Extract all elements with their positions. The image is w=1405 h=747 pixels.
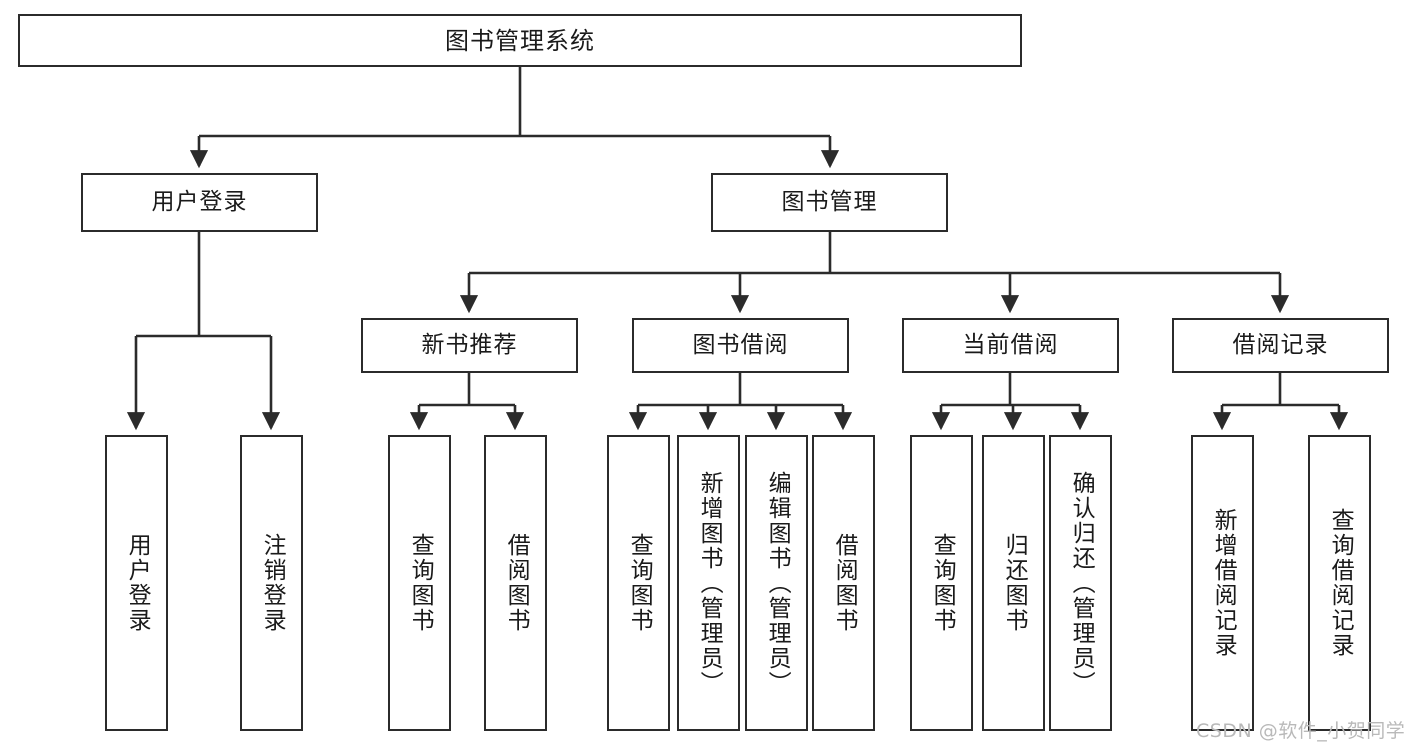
node-new-book-recommend-label: 新书推荐: [421, 332, 518, 358]
node-leaf-return-book[interactable]: 归还图书: [982, 435, 1045, 731]
node-book-borrow[interactable]: 图书借阅: [632, 318, 849, 373]
node-leaf-query-book-2-label: 查询图书: [626, 533, 653, 633]
node-leaf-user-login[interactable]: 用户登录: [105, 435, 168, 731]
node-leaf-query-book-3-label: 查询图书: [929, 533, 956, 633]
node-borrow-record[interactable]: 借阅记录: [1172, 318, 1389, 373]
node-leaf-add-book-label: 新增图书（管理员）: [696, 470, 723, 696]
node-leaf-query-book-2[interactable]: 查询图书: [607, 435, 670, 731]
node-leaf-edit-book[interactable]: 编辑图书（管理员）: [745, 435, 808, 731]
node-current-borrow[interactable]: 当前借阅: [902, 318, 1119, 373]
node-leaf-query-record[interactable]: 查询借阅记录: [1308, 435, 1371, 731]
node-leaf-query-book-1[interactable]: 查询图书: [388, 435, 451, 731]
node-leaf-borrow-book-1-label: 借阅图书: [503, 533, 530, 633]
node-leaf-borrow-book-1[interactable]: 借阅图书: [484, 435, 547, 731]
node-user-login[interactable]: 用户登录: [81, 173, 318, 232]
node-root-label: 图书管理系统: [445, 26, 595, 55]
node-leaf-return-book-label: 归还图书: [1001, 533, 1028, 633]
node-leaf-add-record-label: 新增借阅记录: [1210, 508, 1237, 658]
node-current-borrow-label: 当前借阅: [962, 332, 1059, 358]
node-leaf-query-book-1-label: 查询图书: [407, 533, 434, 633]
node-leaf-borrow-book-2-label: 借阅图书: [831, 533, 858, 633]
node-leaf-query-book-3[interactable]: 查询图书: [910, 435, 973, 731]
node-leaf-edit-book-label: 编辑图书（管理员）: [764, 470, 791, 696]
node-leaf-user-logout[interactable]: 注销登录: [240, 435, 303, 731]
node-leaf-user-logout-label: 注销登录: [259, 533, 286, 633]
node-book-manage[interactable]: 图书管理: [711, 173, 948, 232]
node-new-book-recommend[interactable]: 新书推荐: [361, 318, 578, 373]
node-leaf-borrow-book-2[interactable]: 借阅图书: [812, 435, 875, 731]
node-book-manage-label: 图书管理: [781, 189, 878, 215]
csdn-watermark: CSDN @软件_小贺同学: [1196, 720, 1405, 742]
node-book-borrow-label: 图书借阅: [692, 332, 789, 358]
node-leaf-query-record-label: 查询借阅记录: [1327, 508, 1354, 658]
node-user-login-label: 用户登录: [151, 189, 248, 215]
node-leaf-add-record[interactable]: 新增借阅记录: [1191, 435, 1254, 731]
node-leaf-add-book[interactable]: 新增图书（管理员）: [677, 435, 740, 731]
node-leaf-confirm-return[interactable]: 确认归还（管理员）: [1049, 435, 1112, 731]
node-borrow-record-label: 借阅记录: [1232, 332, 1329, 358]
node-leaf-user-login-label: 用户登录: [124, 533, 151, 633]
node-root[interactable]: 图书管理系统: [18, 14, 1022, 67]
node-leaf-confirm-return-label: 确认归还（管理员）: [1068, 470, 1095, 696]
